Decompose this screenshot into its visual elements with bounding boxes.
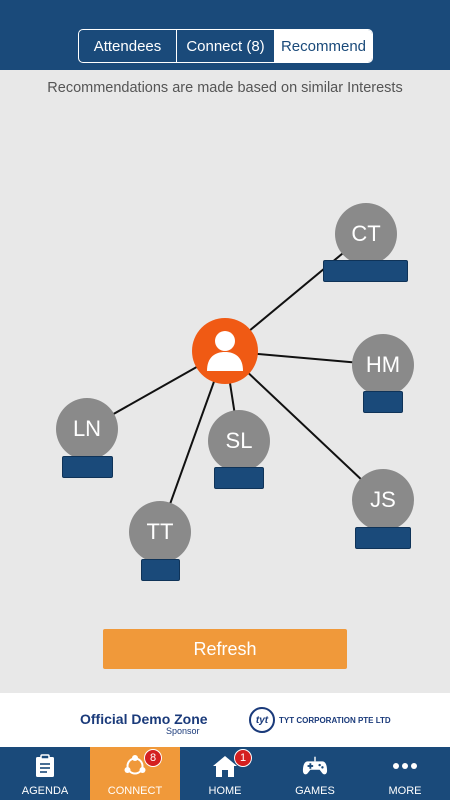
home-icon: [212, 753, 238, 779]
bottom-tab-bar: AGENDA 8 CONNECT 1 HOME: [0, 747, 450, 800]
tab-label: MORE: [388, 785, 422, 797]
peer-node-hm[interactable]: HM: [352, 334, 414, 396]
peer-node-sl[interactable]: SL: [208, 410, 270, 472]
recommendation-note: Recommendations are made based on simila…: [47, 80, 403, 96]
segmented-control: Attendees Connect (8) Recommend: [78, 29, 373, 63]
corporation-name: TYT CORPORATION PTE LTD: [279, 716, 391, 725]
peer-node-js[interactable]: JS: [352, 469, 414, 531]
connect-badge: 8: [144, 749, 162, 767]
sponsor-banner[interactable]: Official Demo Zone Sponsor tyt TYT CORPO…: [0, 693, 450, 747]
home-badge: 1: [234, 749, 252, 767]
peer-node-ln[interactable]: LN: [56, 398, 118, 460]
sponsor-subtitle: Sponsor: [166, 726, 200, 736]
peer-initials: TT: [146, 519, 174, 544]
connect-icon: [122, 753, 148, 779]
tab-attendees[interactable]: Attendees: [79, 30, 177, 62]
tab-agenda[interactable]: AGENDA: [0, 747, 90, 800]
peer-name-tag[interactable]: [355, 527, 411, 549]
peer-initials: LN: [72, 416, 102, 441]
tab-home[interactable]: 1 HOME: [180, 747, 270, 800]
peer-name-tag[interactable]: [141, 559, 180, 581]
peer-node-ct[interactable]: CT: [335, 203, 397, 265]
tab-connect-nav[interactable]: 8 CONNECT: [90, 747, 180, 800]
corporation-logo: tyt: [249, 707, 275, 733]
peer-initials: JS: [370, 487, 396, 512]
peer-initials: SL: [225, 428, 253, 453]
user-avatar-icon: [207, 331, 243, 371]
peer-name-tag[interactable]: [323, 260, 408, 282]
tab-label: GAMES: [295, 785, 335, 797]
tab-recommend[interactable]: Recommend: [275, 30, 372, 62]
more-icon: [392, 753, 418, 779]
header-bar: Attendees Connect (8) Recommend: [0, 0, 450, 70]
peer-name-tag[interactable]: [363, 391, 403, 413]
peer-initials: CT: [351, 221, 381, 246]
tab-label: HOME: [208, 785, 242, 797]
tab-label: CONNECT: [107, 785, 163, 797]
tab-more[interactable]: MORE: [360, 747, 450, 800]
refresh-button[interactable]: Refresh: [103, 629, 347, 669]
peer-name-tag[interactable]: [62, 456, 113, 478]
tab-connect[interactable]: Connect (8): [177, 30, 275, 62]
link-js: [224, 350, 384, 501]
recommendation-graph: CT HM LN SL JS TT: [0, 70, 450, 690]
clipboard-icon: [32, 753, 58, 779]
tab-games[interactable]: GAMES: [270, 747, 360, 800]
peer-initials: HM: [365, 352, 401, 377]
peer-name-tag[interactable]: [214, 467, 264, 489]
gamepad-icon: [302, 753, 328, 779]
peer-node-tt[interactable]: TT: [129, 501, 191, 563]
my-profile-node[interactable]: [192, 318, 258, 384]
sponsor-title: Official Demo Zone: [80, 711, 208, 727]
tab-label: AGENDA: [21, 785, 69, 797]
